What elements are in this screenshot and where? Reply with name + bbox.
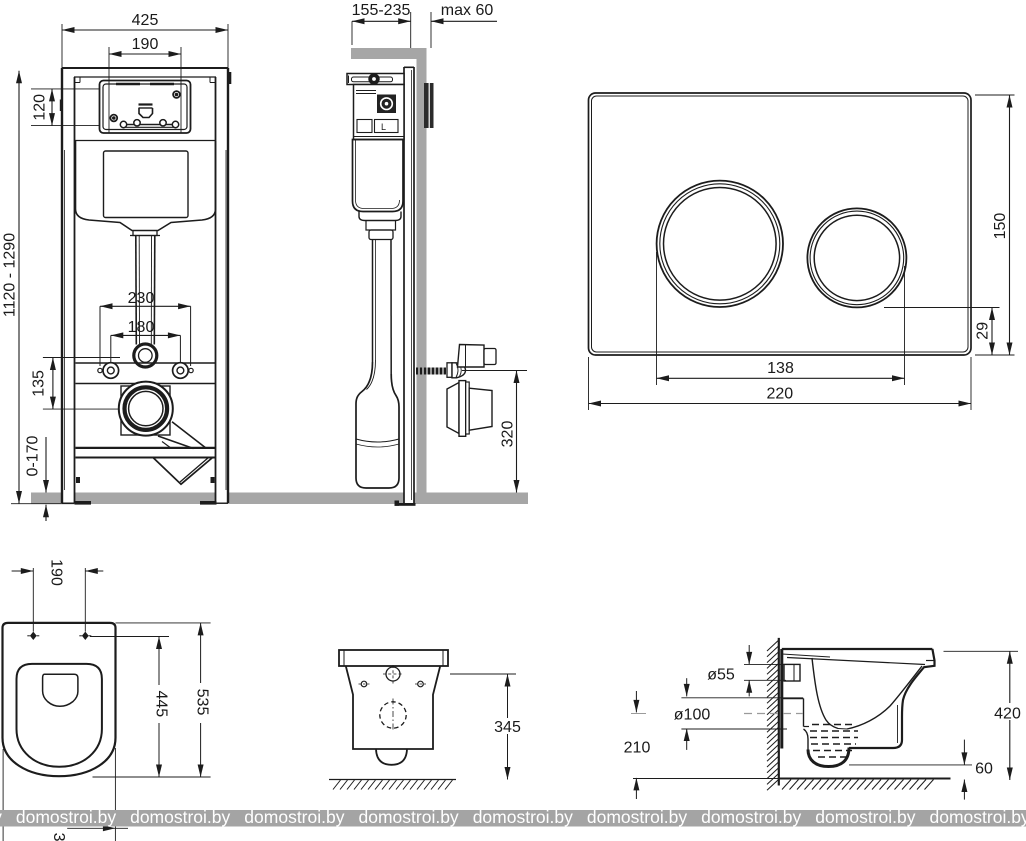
svg-text:60: 60 <box>975 761 993 778</box>
svg-text:L: L <box>381 122 386 132</box>
svg-text:domostroi.by: domostroi.by <box>130 807 230 827</box>
svg-text:230: 230 <box>128 290 155 307</box>
svg-text:domostroi.by: domostroi.by <box>815 807 915 827</box>
svg-text:domostroi.by: domostroi.by <box>16 807 116 827</box>
svg-text:138: 138 <box>767 360 794 377</box>
svg-text:190: 190 <box>48 559 65 586</box>
svg-text:domostroi.by: domostroi.by <box>701 807 801 827</box>
svg-text:29: 29 <box>975 322 992 340</box>
svg-text:ø100: ø100 <box>674 707 711 724</box>
svg-text:domostroi.by: domostroi.by <box>587 807 687 827</box>
svg-text:210: 210 <box>624 740 651 757</box>
svg-text:ø55: ø55 <box>707 667 735 684</box>
svg-text:155-235: 155-235 <box>352 2 411 19</box>
svg-text:domostroi.by: domostroi.by <box>244 807 344 827</box>
svg-text:220: 220 <box>766 386 793 403</box>
svg-text:180: 180 <box>128 319 155 336</box>
svg-text:domostroi.by: domostroi.by <box>473 807 573 827</box>
svg-text:domostroi.by: domostroi.by <box>0 807 2 827</box>
svg-text:360: 360 <box>50 833 67 841</box>
svg-text:0-170: 0-170 <box>25 435 42 476</box>
svg-text:max 60: max 60 <box>441 2 494 19</box>
svg-text:535: 535 <box>194 689 211 716</box>
svg-text:domostroi.by: domostroi.by <box>359 807 459 827</box>
svg-text:420: 420 <box>994 706 1021 723</box>
svg-text:425: 425 <box>132 12 159 29</box>
svg-text:150: 150 <box>992 213 1009 240</box>
svg-text:domostroi.by: domostroi.by <box>930 807 1026 827</box>
svg-text:320: 320 <box>500 421 517 448</box>
svg-text:345: 345 <box>494 719 521 736</box>
svg-text:445: 445 <box>153 690 170 717</box>
svg-text:1120 - 1290: 1120 - 1290 <box>2 233 19 317</box>
svg-text:135: 135 <box>31 370 48 397</box>
svg-text:190: 190 <box>132 36 159 53</box>
svg-text:120: 120 <box>32 94 49 121</box>
